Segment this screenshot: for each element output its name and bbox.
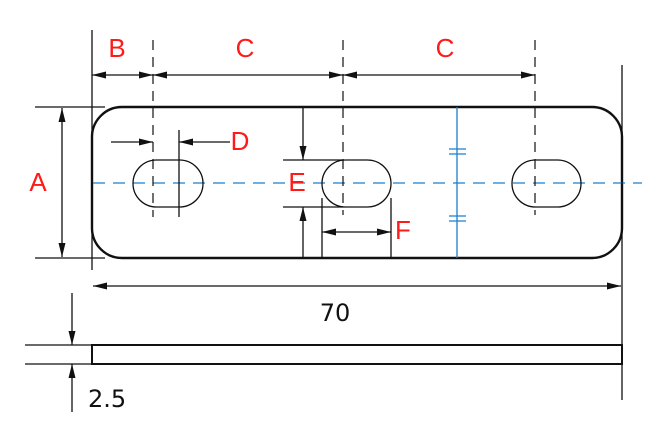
thickness-value: 2.5 xyxy=(88,385,126,413)
label-a: A xyxy=(29,167,47,197)
break-marks xyxy=(449,148,466,222)
slot-2 xyxy=(321,159,392,208)
label-d: D xyxy=(231,126,250,156)
length-value: 70 xyxy=(320,299,351,327)
plate-side-view xyxy=(91,344,623,365)
label-c1: C xyxy=(236,33,255,63)
label-c2: C xyxy=(436,33,455,63)
slot-3 xyxy=(511,159,582,208)
label-e: E xyxy=(288,167,305,197)
label-b: B xyxy=(108,33,125,63)
label-f: F xyxy=(395,215,411,245)
slot-1 xyxy=(132,159,204,208)
